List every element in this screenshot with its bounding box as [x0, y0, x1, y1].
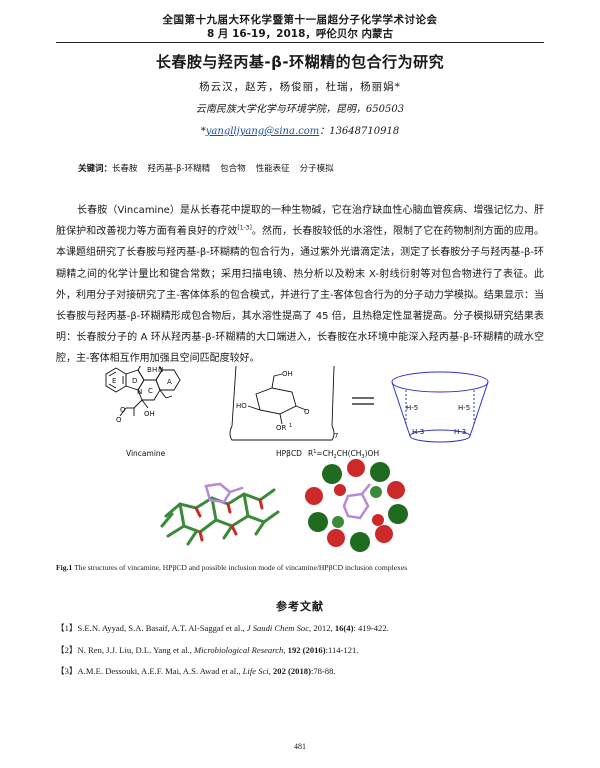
keywords-label: 关键词： [78, 164, 113, 174]
reference-number: 【2】 [56, 645, 78, 655]
reference-pages: :78-88. [310, 666, 336, 676]
page-number: 481 [294, 742, 306, 751]
reference-separator: , [268, 666, 273, 676]
ring-label-e: E [112, 377, 116, 385]
ring-label-a: A [167, 378, 172, 386]
keyword: 长春胺 [112, 164, 138, 174]
stick-model-inclusion-complex [160, 482, 280, 546]
keyword: 羟丙基-β-环糊精 [147, 164, 211, 174]
atom-n: N [158, 366, 163, 374]
reference-item: 【1】S.E.N. Ayyad, S.A. Basaif, A.T. Al-Sa… [56, 622, 389, 634]
atom-o: O [116, 416, 122, 424]
abstract-text: 长春胺（Vincamine）是从长春花中提取的一种生物碱，它在治疗缺血性心脑血管… [56, 205, 544, 238]
atom-r-superscript: 1 [289, 423, 292, 429]
paper-title: 长春胺与羟丙基-β-环糊精的包合行为研究 [155, 53, 445, 71]
caption-text: The structures of vincamine, HPβCD and p… [72, 563, 408, 572]
contact-line: *yanglljyang@sina.com：13648710918 [0, 122, 600, 137]
equals-sign [352, 397, 374, 405]
vincamine-structure [105, 366, 181, 417]
keywords-line: 关键词：长春胺羟丙基-β-环糊精包合物性能表征分子模拟 [78, 162, 344, 174]
email-link[interactable]: yanglljyang@sina.com [205, 126, 320, 137]
reference-pages: :114-121. [325, 645, 359, 655]
reference-authors: A.M.E. Dessouki, A.E.F. Mai, A.S. Awad e… [77, 666, 243, 676]
reference-authors: S.E.N. Ayyad, S.A. Basaif, A.T. Al-Sagga… [77, 623, 247, 633]
cyclodextrin-cone [391, 371, 489, 443]
affiliation: 云南民族大学化学与环境学院，昆明，650503 [195, 104, 405, 115]
atom-ho: HO [236, 402, 247, 410]
reference-number: 【3】 [56, 666, 78, 676]
cone-label-h3: H-3 [412, 428, 424, 436]
reference-item: 【3】A.M.E. Dessouki, A.E.F. Mai, A.S. Awa… [56, 665, 336, 677]
repeat-count: 7 [334, 432, 338, 440]
cone-label-h3: H-3 [454, 428, 466, 436]
label-subscript: 2 [334, 454, 337, 460]
citation[interactable]: [1-3] [237, 224, 252, 232]
cone-label-h5: H-5 [458, 404, 470, 412]
abstract-text: 。然而，长春胺较低的水溶性，限制了它在药物制剂方面的应用。本课题组研究了长春胺与… [56, 226, 545, 365]
abstract-paragraph: 长春胺（Vincamine）是从长春花中提取的一种生物碱，它在治疗缺血性心脑血管… [56, 200, 544, 370]
ring-label-b: B [147, 366, 152, 374]
label-r-end: )OH [365, 449, 379, 458]
hpbcd-labels: OH HO OR 1 O 7 [236, 370, 338, 440]
atom-n: N [137, 388, 142, 396]
label-hpbcd: HPβCD [276, 449, 302, 458]
atom-or: OR [276, 424, 287, 432]
reference-number: 【1】 [56, 623, 78, 633]
figure-label: Fig.1 [56, 563, 73, 572]
reference-journal: J Saudi Chem Soc [246, 623, 310, 633]
label-hpbcd-line: HPβCD R1=CH2CH(CH3)OH [276, 449, 379, 460]
phone: ：13648710918 [319, 126, 400, 137]
figure-1: E D B C A H N N O O OH OH HO OR 1 O 7 [105, 366, 489, 552]
atom-o: O [304, 408, 310, 416]
header-divider [56, 42, 544, 43]
hpbcd-structure [229, 366, 335, 441]
ring-label-d: D [132, 377, 137, 385]
references-heading: 参考文献 [276, 600, 324, 613]
ring-label-c: C [148, 387, 153, 395]
label-r-def: =CH [316, 449, 333, 458]
conference-date-location: 8 月 16-19，2018，呼伦贝尔 内蒙古 [206, 28, 394, 40]
reference-volume: 192 (2016) [287, 645, 326, 655]
reference-journal: Life Sci [242, 666, 269, 676]
keyword: 性能表征 [255, 164, 290, 174]
reference-separator: , [283, 645, 288, 655]
label-r: R [308, 449, 313, 458]
atom-h: H [152, 366, 157, 374]
atom-oh: OH [282, 370, 293, 378]
reference-authors: N. Ren, J.J. Liu, D.L. Yang et al., [77, 645, 194, 655]
reference-item: 【2】N. Ren, J.J. Liu, D.L. Yang et al., M… [56, 644, 358, 656]
keyword: 包合物 [220, 164, 246, 174]
cone-labels: H-5 H-5 H-3 H-3 [406, 404, 470, 436]
vincamine-labels: E D B C A H N N O O OH [112, 366, 172, 424]
atom-oh: OH [144, 410, 155, 418]
reference-volume: 16(4) [334, 623, 354, 633]
keyword: 分子模拟 [299, 164, 334, 174]
author-list: 杨云汉，赵芳，杨俊丽，杜瑞，杨丽娟* [199, 81, 401, 93]
reference-journal: Microbiological Research [194, 645, 284, 655]
figure-caption: Fig.1 The structures of vincamine, HPβCD… [56, 563, 407, 572]
reference-pages: : 419-422. [353, 623, 389, 633]
sphere-model-inclusion-complex [305, 459, 408, 552]
label-r-mid: CH(CH [337, 449, 362, 458]
conference-name: 全国第十九届大环化学暨第十一届超分子化学学术讨论会 [162, 14, 438, 26]
label-subscript: 3 [361, 454, 364, 460]
reference-year: , 2012, [309, 623, 335, 633]
atom-o: O [120, 406, 126, 414]
label-vincamine: Vincamine [126, 449, 166, 458]
cone-label-h5: H-5 [406, 404, 418, 412]
reference-volume: 202 (2018) [272, 666, 311, 676]
label-r-superscript: 1 [313, 449, 316, 455]
contact-prefix: * [200, 126, 206, 137]
